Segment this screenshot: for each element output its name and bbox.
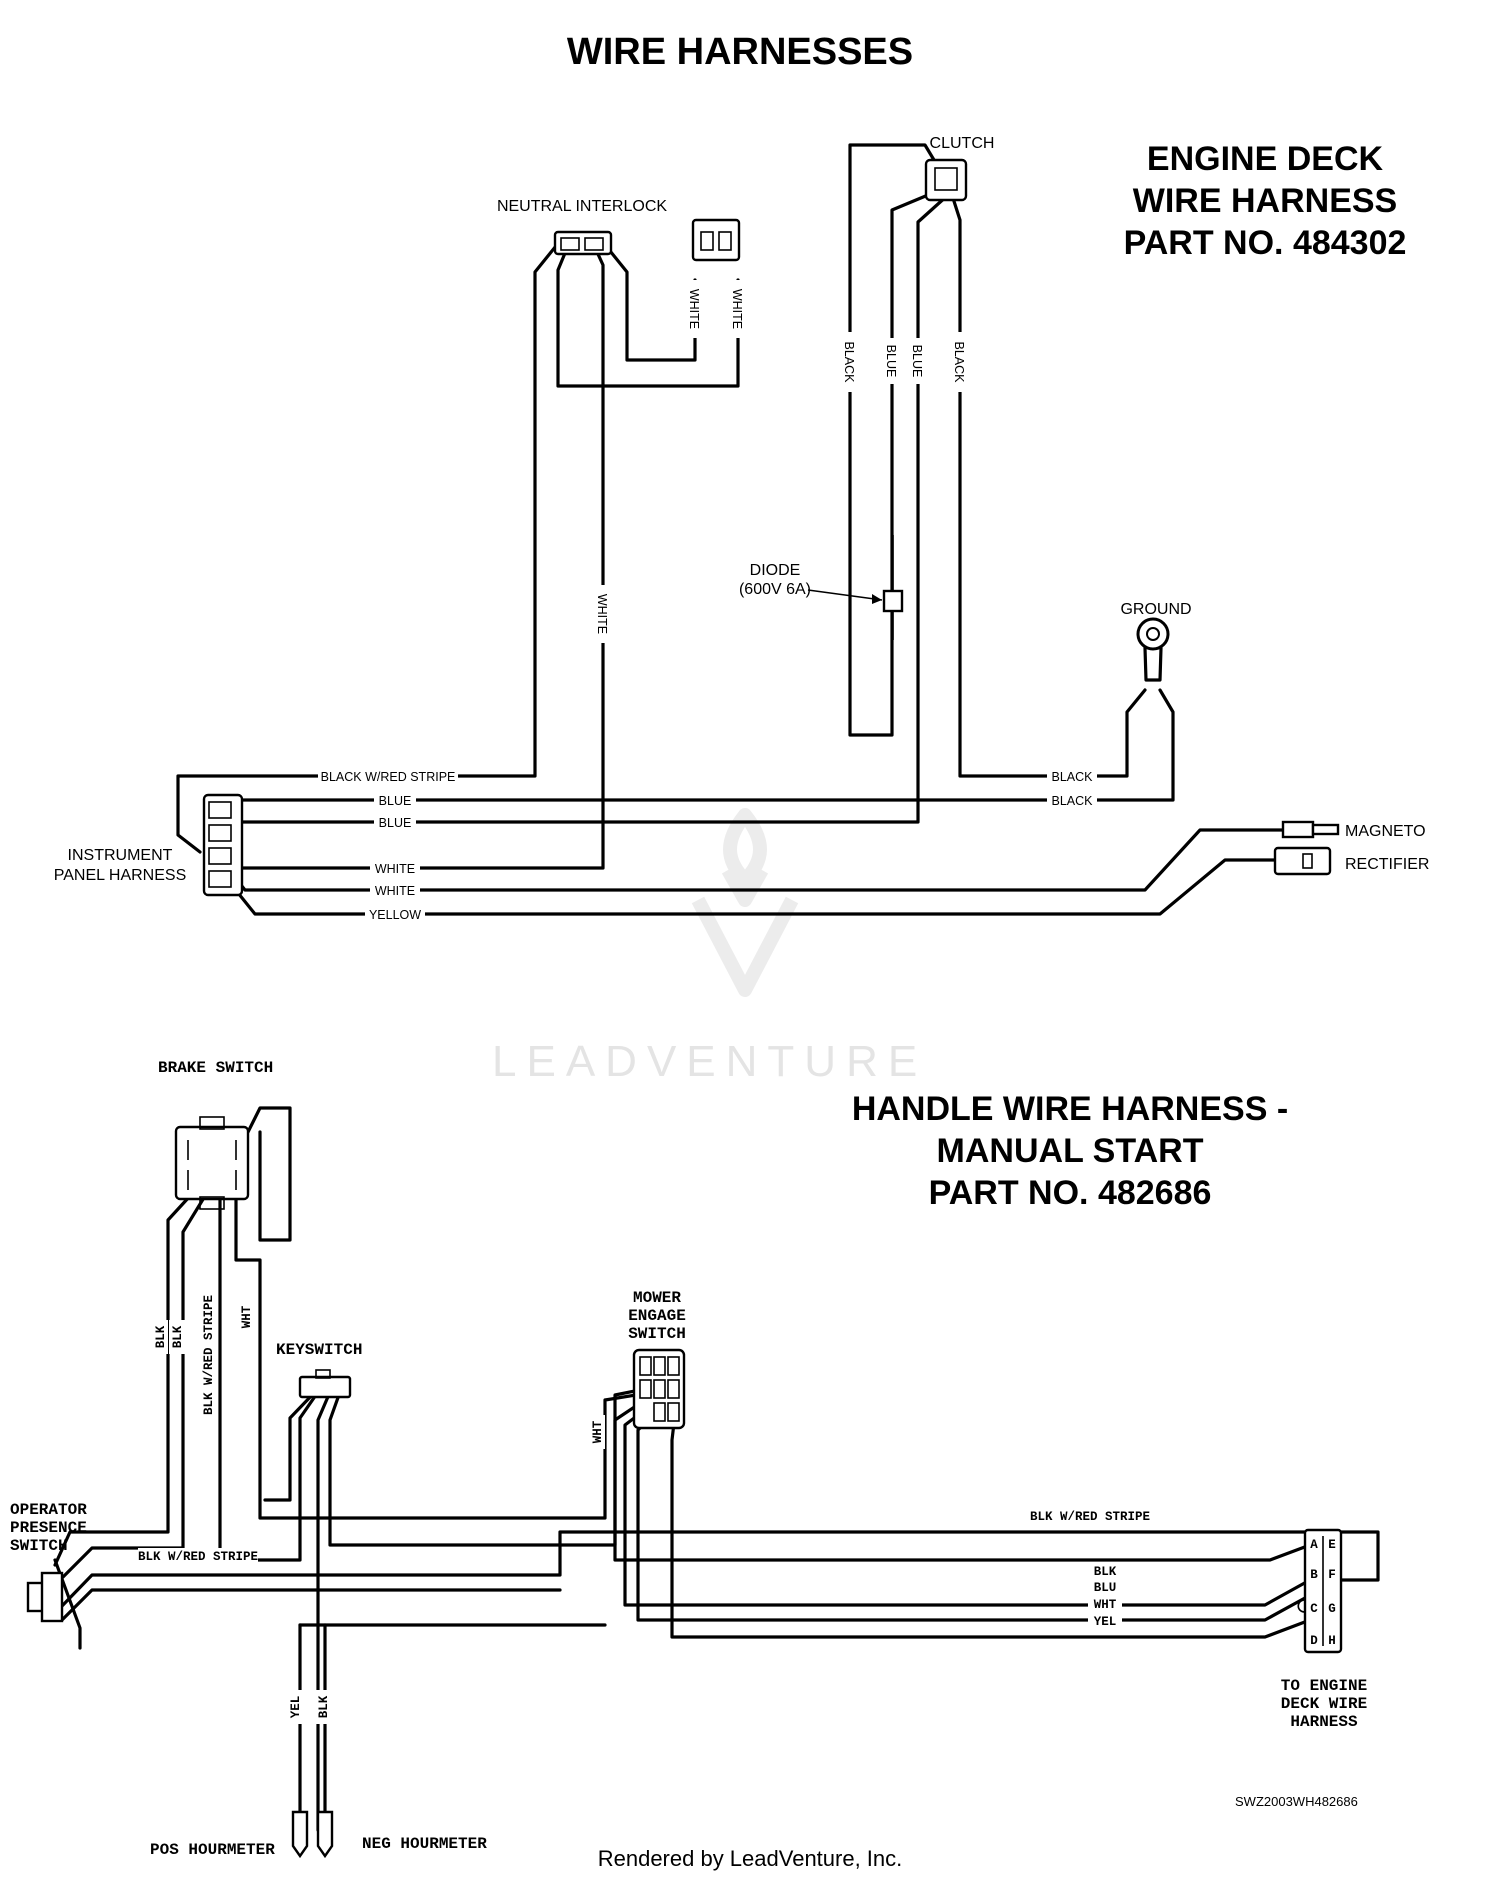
pin-b: B bbox=[1310, 1568, 1318, 1582]
diode-icon bbox=[807, 535, 904, 640]
wire-label-blue-b: BLUE bbox=[910, 345, 924, 378]
engine-deck-heading: ENGINE DECK WIRE HARNESS PART NO. 484302 bbox=[1124, 140, 1407, 262]
watermark-logo-icon bbox=[691, 808, 799, 997]
to-engine-label: TO ENGINE bbox=[1281, 1677, 1367, 1695]
wire-label-blue-a: BLUE bbox=[884, 345, 898, 378]
operator-presence-label-2: PRESENCE bbox=[10, 1519, 87, 1537]
wire-label-blk2: BLK bbox=[171, 1325, 185, 1348]
clutch-connector-icon bbox=[924, 158, 968, 202]
engine-wire-labels-horizontal: BLACK W/RED STRIPE BLUE BLUE WHITE WHITE… bbox=[318, 768, 1097, 922]
svg-text:ENGINE DECK: ENGINE DECK bbox=[1147, 140, 1384, 178]
wire-label-blk-h: BLK bbox=[1094, 1565, 1117, 1579]
operator-presence-label: OPERATOR bbox=[10, 1501, 87, 1519]
pin-h: H bbox=[1328, 1634, 1336, 1648]
handle-wire-labels-vertical: BLK BLK BLK W/RED STRIPE WHT WHT YEL BLK bbox=[152, 1290, 605, 1724]
instrument-panel-harness-label: PANEL HARNESS bbox=[54, 867, 186, 884]
handle-heading: HANDLE WIRE HARNESS - MANUAL START PART … bbox=[852, 1090, 1288, 1212]
wire-label-white-long: WHITE bbox=[595, 594, 609, 634]
operator-presence-label-3: SWITCH bbox=[10, 1537, 68, 1555]
wire-label-blue-1: BLUE bbox=[379, 794, 412, 808]
ground-ring-icon bbox=[1136, 617, 1170, 682]
wire-label-black-a: BLACK bbox=[842, 342, 856, 384]
magneto-label: MAGNETO bbox=[1345, 823, 1426, 840]
brake-switch-icon bbox=[174, 1116, 250, 1210]
svg-text:PART NO. 482686: PART NO. 482686 bbox=[929, 1174, 1212, 1212]
interlock-plug-icon bbox=[691, 218, 741, 262]
wire-label-blk-red-v: BLK W/RED STRIPE bbox=[202, 1295, 216, 1415]
engine-wire-labels-vertical: WHITE WHITE WHITE BLACK BLUE BLUE BLACK bbox=[595, 280, 968, 643]
pin-e: E bbox=[1328, 1538, 1336, 1552]
svg-text:HANDLE WIRE HARNESS -: HANDLE WIRE HARNESS - bbox=[852, 1090, 1288, 1128]
engine-connector-icon bbox=[1297, 1528, 1343, 1654]
pos-hourmeter-terminal-icon bbox=[291, 1810, 334, 1859]
footer-credit: Rendered by LeadVenture, Inc. bbox=[598, 1846, 903, 1871]
wire-label-blu-h: BLU bbox=[1094, 1581, 1117, 1595]
wire-label-black-2: BLACK bbox=[1052, 794, 1094, 808]
wire-label-white-2: WHITE bbox=[375, 884, 415, 898]
mower-engage-switch-icon bbox=[632, 1348, 686, 1430]
mower-engage-label-2: ENGAGE bbox=[628, 1307, 686, 1325]
neutral-interlock-connector-icon bbox=[553, 230, 613, 256]
keyswitch-icon bbox=[298, 1369, 352, 1399]
svg-text:MANUAL START: MANUAL START bbox=[937, 1132, 1204, 1170]
wire-label-white-a: WHITE bbox=[687, 289, 701, 329]
to-engine-label-3: HARNESS bbox=[1290, 1713, 1358, 1731]
brake-switch-label: BRAKE SWITCH bbox=[158, 1059, 273, 1077]
wire-label-blk-v: BLK bbox=[317, 1695, 331, 1718]
diode-rating-label: (600V 6A) bbox=[739, 581, 811, 598]
ground-label: GROUND bbox=[1120, 601, 1191, 618]
keyswitch-label: KEYSWITCH bbox=[276, 1341, 362, 1359]
pin-f: F bbox=[1328, 1568, 1336, 1582]
wire-label-yellow: YELLOW bbox=[369, 908, 421, 922]
svg-text:WIRE HARNESS: WIRE HARNESS bbox=[1133, 182, 1397, 220]
rectifier-connector-icon bbox=[1273, 846, 1332, 876]
to-engine-label-2: DECK WIRE bbox=[1281, 1695, 1367, 1713]
instrument-panel-connector-icon bbox=[202, 793, 244, 897]
diode-label: DIODE bbox=[750, 562, 801, 579]
neg-hourmeter-label: NEG HOURMETER bbox=[362, 1835, 487, 1853]
wire-label-yel-v: YEL bbox=[289, 1696, 303, 1719]
clutch-label: CLUTCH bbox=[930, 135, 995, 152]
wire-label-blk-red-h1: BLK W/RED STRIPE bbox=[138, 1550, 258, 1564]
wire-label-yel-h: YEL bbox=[1094, 1615, 1117, 1629]
handle-wire-labels-horizontal: BLK W/RED STRIPE BLK W/RED STRIPE BLK BL… bbox=[138, 1508, 1155, 1629]
page-title: WIRE HARNESSES bbox=[567, 31, 913, 73]
pin-c: C bbox=[1310, 1602, 1318, 1616]
neutral-interlock-label: NEUTRAL INTERLOCK bbox=[497, 198, 667, 215]
wire-label-blk-red-h2: BLK W/RED STRIPE bbox=[1030, 1510, 1150, 1524]
wire-label-white-1: WHITE bbox=[375, 862, 415, 876]
handle-wires bbox=[53, 1106, 1380, 1832]
mower-engage-label: MOWER bbox=[633, 1289, 681, 1307]
wire-label-blue-2: BLUE bbox=[379, 816, 412, 830]
connector-pin-labels: A E B F C G D H bbox=[1310, 1538, 1336, 1648]
wire-label-wht-v: WHT bbox=[240, 1305, 254, 1328]
pin-g: G bbox=[1328, 1602, 1336, 1616]
wire-label-blk1: BLK bbox=[154, 1325, 168, 1348]
wire-label-wht-mower: WHT bbox=[591, 1420, 605, 1443]
wire-label-wht-h: WHT bbox=[1094, 1598, 1117, 1612]
operator-presence-switch-icon bbox=[26, 1571, 64, 1623]
wire-label-black-red: BLACK W/RED STRIPE bbox=[321, 770, 456, 784]
magneto-terminal-icon bbox=[1281, 820, 1340, 839]
wire-label-black-1: BLACK bbox=[1052, 770, 1094, 784]
mower-engage-label-3: SWITCH bbox=[628, 1325, 686, 1343]
rectifier-label: RECTIFIER bbox=[1345, 856, 1429, 873]
pin-d: D bbox=[1310, 1634, 1318, 1648]
watermark: LEADVENTURE bbox=[492, 808, 927, 1086]
svg-text:PART NO. 484302: PART NO. 484302 bbox=[1124, 224, 1407, 262]
watermark-text: LEADVENTURE bbox=[492, 1037, 927, 1086]
pos-hourmeter-label: POS HOURMETER bbox=[150, 1841, 275, 1859]
pin-a: A bbox=[1310, 1538, 1318, 1552]
wire-label-white-b: WHITE bbox=[730, 289, 744, 329]
wire-label-black-b: BLACK bbox=[952, 342, 966, 384]
engine-deck-wires bbox=[176, 143, 1287, 916]
instrument-panel-label: INSTRUMENT bbox=[68, 847, 173, 864]
drawing-code: SWZ2003WH482686 bbox=[1235, 1794, 1358, 1809]
